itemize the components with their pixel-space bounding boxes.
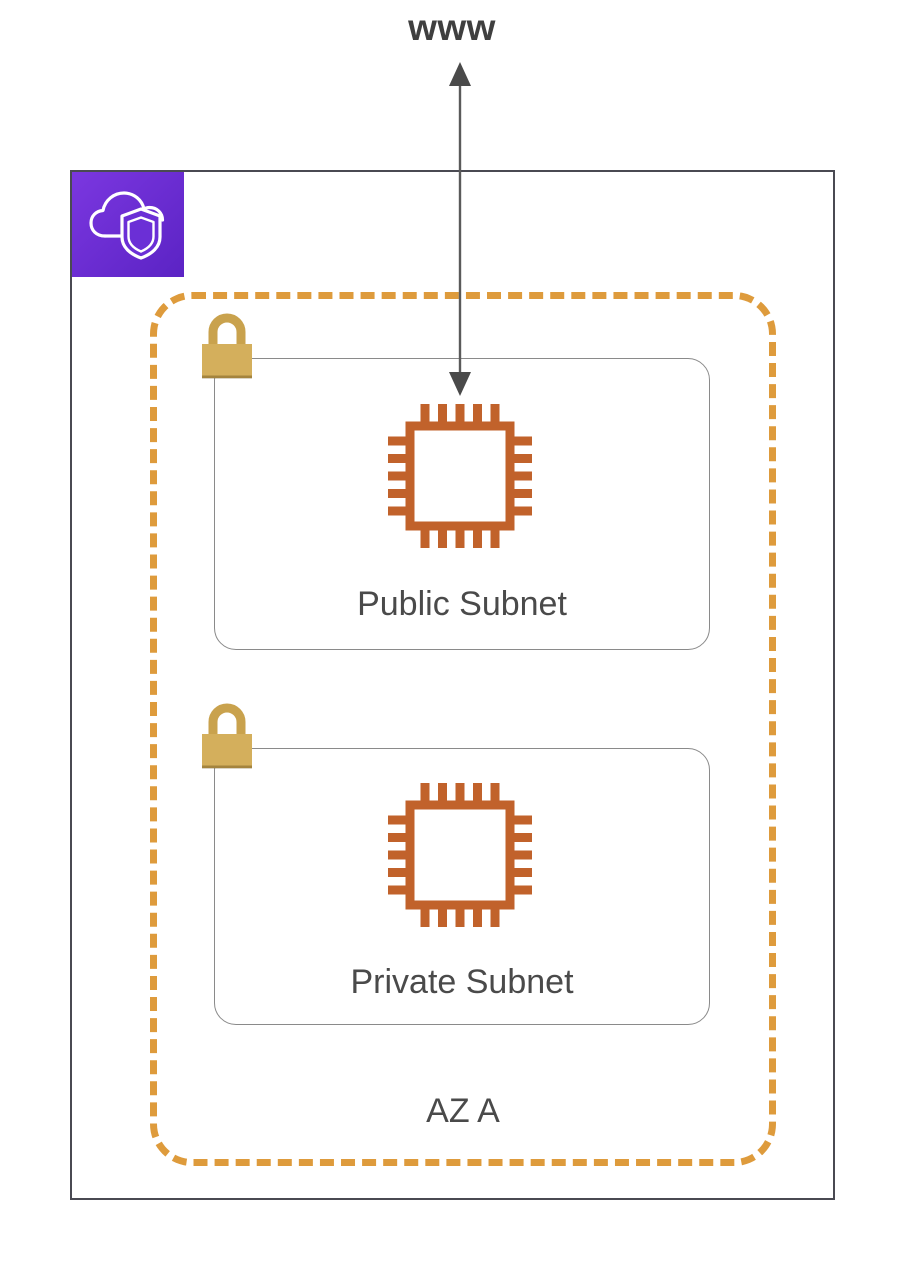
internet-gateway-connector-arrow (420, 60, 500, 405)
private-subnet-boundary (214, 748, 710, 1025)
vpc-boundary (70, 170, 835, 1200)
internet-www-label: www (408, 7, 496, 48)
private-subnet-padlock-icon (197, 702, 257, 777)
public-subnet-boundary (214, 358, 710, 650)
aws-vpc-cloud-shield-icon (72, 172, 184, 277)
public-subnet-cpu-chip-icon (380, 396, 540, 556)
availability-zone-label: AZ A (426, 1092, 500, 1130)
availability-zone-boundary (150, 292, 776, 1166)
public-subnet-padlock-icon (197, 312, 257, 387)
public-subnet-label: Public Subnet (357, 585, 567, 623)
private-subnet-cpu-chip-icon (380, 775, 540, 935)
private-subnet-label: Private Subnet (350, 963, 574, 1001)
